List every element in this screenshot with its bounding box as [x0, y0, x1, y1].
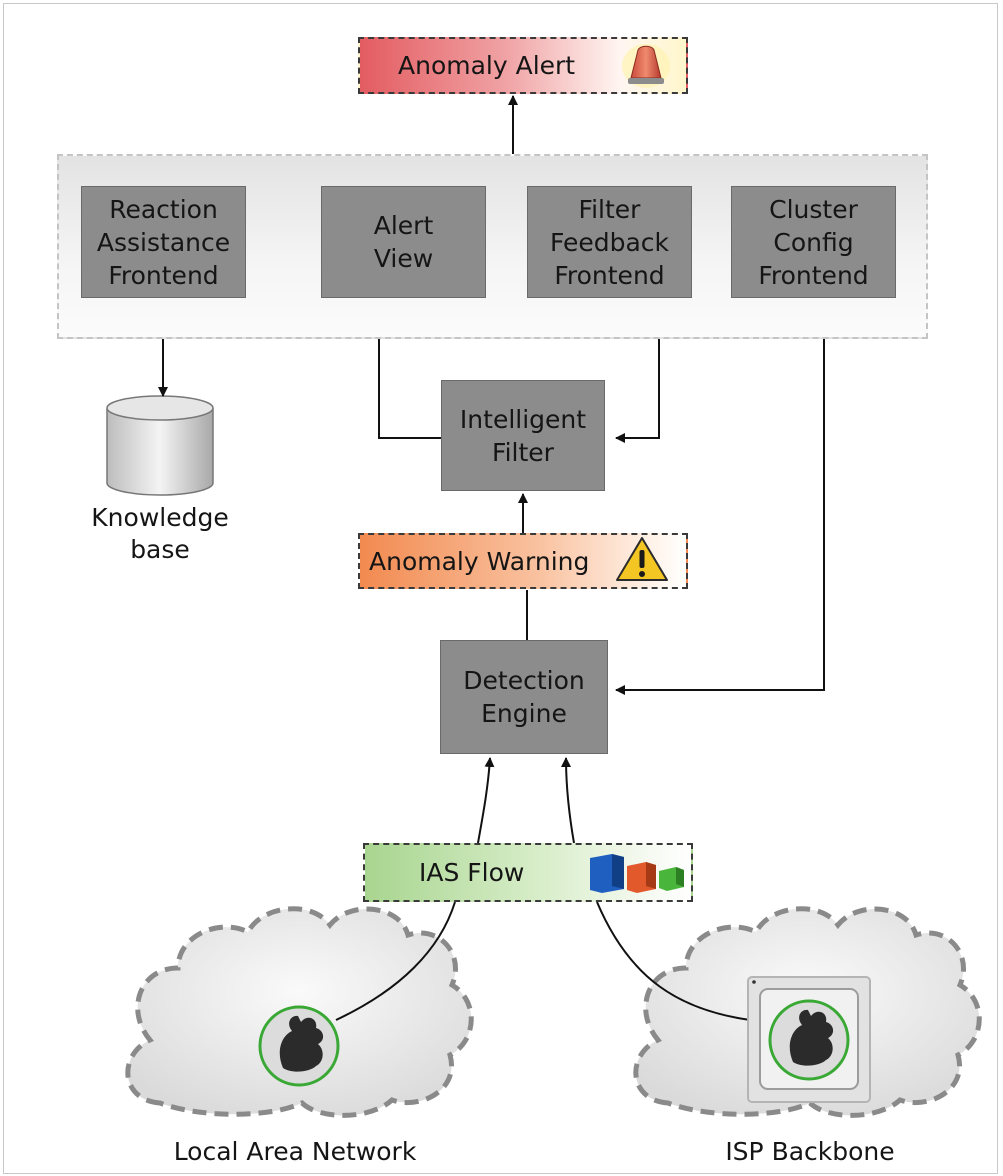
squirrel-probe-icon — [258, 1005, 340, 1087]
diagram-frame — [3, 3, 998, 1174]
edge-isp-probe-to-flow — [596, 901, 751, 1021]
edge-flow-to-engine-right — [561, 757, 575, 844]
edge-lan-probe-to-flow — [335, 901, 456, 1021]
detection-engine[interactable]: Detection Engine — [440, 640, 608, 754]
probe-appliance-icon — [747, 976, 871, 1103]
lan-label: Local Area Network — [173, 1137, 417, 1166]
edge-flow-to-engine-left — [477, 757, 495, 844]
ias-flow-tag: IAS Flow — [363, 843, 693, 902]
anomaly-alert-label: Anomaly Alert — [398, 51, 576, 80]
anomaly-warning-tag: Anomaly Warning — [358, 533, 688, 589]
cluster-config-frontend[interactable]: Cluster Config Frontend — [731, 186, 896, 298]
database-cylinder-icon — [106, 395, 214, 496]
edge-cluster-config-to-engine — [615, 309, 829, 695]
anomaly-alert-tag: Anomaly Alert — [358, 37, 688, 94]
reaction-assistance-frontend[interactable]: Reaction Assistance Frontend — [81, 186, 246, 298]
intelligent-filter[interactable]: Intelligent Filter — [441, 380, 605, 491]
isp-label: ISP Backbone — [725, 1137, 895, 1166]
alert-view[interactable]: Alert View — [321, 186, 486, 298]
ias-flow-label: IAS Flow — [419, 858, 525, 887]
filter-feedback-frontend[interactable]: Filter Feedback Frontend — [527, 186, 692, 298]
anomaly-warning-label: Anomaly Warning — [369, 546, 590, 576]
knowledge-base-label: Knowledge base — [91, 503, 229, 564]
edge-filter-to-alertview — [374, 309, 441, 439]
